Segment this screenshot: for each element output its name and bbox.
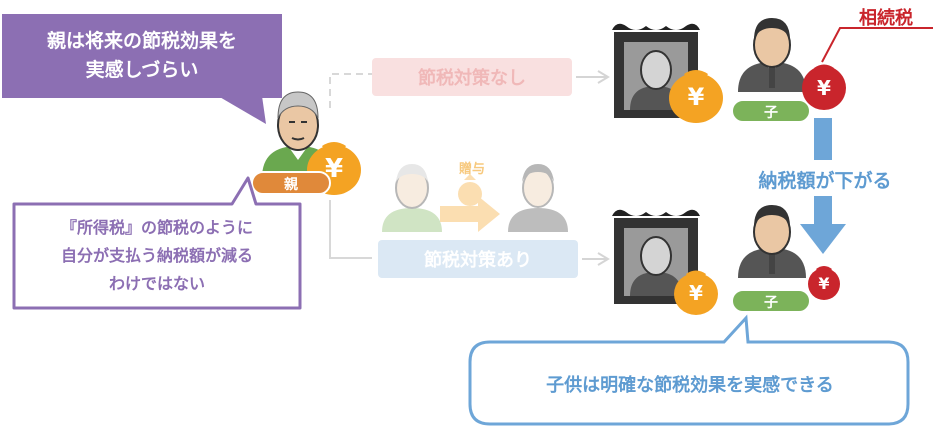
callout-child-text: 子供は明確な節税効果を実感できる <box>546 375 834 396</box>
money-bag-bottom <box>674 270 718 315</box>
callout-tax-line2: 自分が支払う納税額が減る <box>60 246 253 265</box>
no-measure-label: 節税対策なし <box>418 68 526 89</box>
tax-yen-bottom: ¥ <box>818 274 830 293</box>
gift-label: 贈与 <box>458 162 485 177</box>
child-figure-top <box>738 18 806 92</box>
tax-bag-bottom <box>808 266 840 300</box>
with-measure-label: 節税対策あり <box>424 250 532 271</box>
parent-tag <box>251 171 331 195</box>
parent-label: 親 <box>284 177 298 193</box>
gift-arrow <box>440 206 480 222</box>
tax-decrease-arrow <box>800 118 846 254</box>
money-bag-top <box>669 70 723 123</box>
with-measure-banner <box>378 240 578 278</box>
money-yen-bottom: ¥ <box>689 281 703 305</box>
callout-tax-line1: 『所得税』の節税のように <box>60 218 253 237</box>
callout-parent-line1: 親は将来の節税効果を <box>46 30 237 52</box>
connector-lines <box>329 73 372 259</box>
gift-money-bag <box>458 174 482 206</box>
callout-parent-line2: 実感しづらい <box>85 59 199 81</box>
faded-parent-icon <box>382 164 442 232</box>
callout-child-shape <box>468 314 910 426</box>
callout-parent-shape <box>2 14 282 124</box>
arrow-to-top-row <box>576 70 610 84</box>
inheritance-tax-label: 相続税 <box>859 8 913 29</box>
tax-decrease-label: 納税額が下がる <box>758 170 892 192</box>
portrait-top <box>612 23 700 118</box>
child-tag-bottom-shape <box>731 289 811 313</box>
tax-bag-top <box>802 64 846 110</box>
child-label-top: 子 <box>764 105 778 121</box>
gift-scene <box>382 164 568 232</box>
no-measure-banner <box>372 58 572 96</box>
arrow-to-bottom-row <box>582 252 610 266</box>
callout-tax-shape <box>12 176 302 310</box>
child-figure-bottom <box>738 205 806 278</box>
callout-tax-line3: わけではない <box>108 274 205 293</box>
child-tag-top-shape <box>731 99 811 123</box>
parent-yen: ¥ <box>324 154 344 184</box>
child-label-bottom: 子 <box>764 295 778 311</box>
tax-yen-top: ¥ <box>817 76 831 100</box>
inheritance-tax-pointer <box>821 27 933 63</box>
faded-child-icon <box>508 164 568 232</box>
money-yen-top: ¥ <box>687 83 705 111</box>
